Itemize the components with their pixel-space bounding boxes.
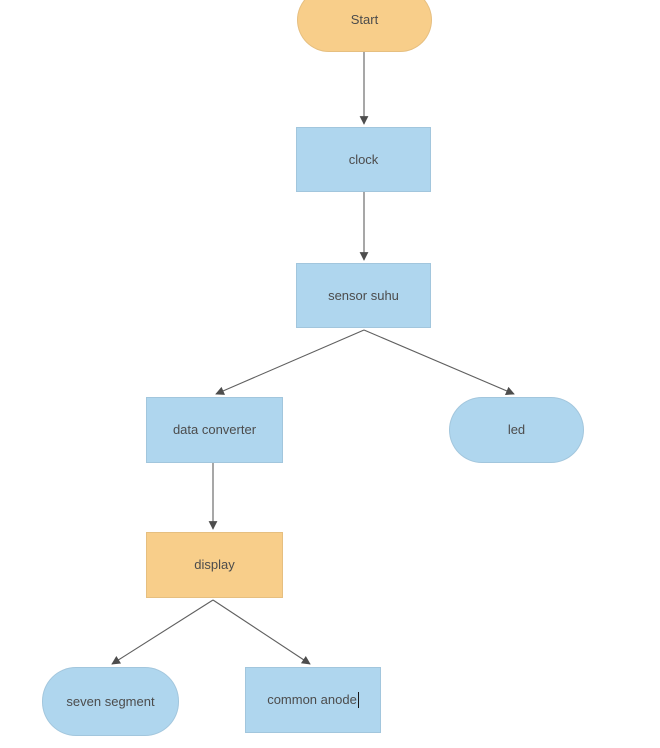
node-display-label: display: [194, 557, 235, 573]
node-start[interactable]: Start: [297, 0, 432, 52]
node-seven-segment-label: seven segment: [66, 693, 155, 709]
node-seven-segment[interactable]: seven segment: [42, 667, 179, 736]
node-sensor-suhu[interactable]: sensor suhu: [296, 263, 431, 328]
node-data-converter-label: data converter: [172, 422, 257, 438]
node-clock[interactable]: clock: [296, 127, 431, 192]
connector-display-seven-segment[interactable]: [111, 599, 214, 665]
node-common-anode-label: common anode: [267, 692, 357, 708]
node-common-anode[interactable]: common anode: [245, 667, 381, 733]
node-display[interactable]: display: [146, 532, 283, 598]
node-led[interactable]: led: [449, 397, 584, 463]
connector-sensor-suhu-led[interactable]: [363, 329, 515, 395]
node-data-converter[interactable]: data converter: [146, 397, 283, 463]
text-cursor: [357, 692, 359, 708]
node-sensor-suhu-label: sensor suhu: [328, 287, 399, 303]
node-start-label: Start: [350, 12, 379, 28]
connector-sensor-suhu-data-converter[interactable]: [215, 329, 365, 395]
connector-display-common-anode[interactable]: [212, 599, 311, 665]
node-led-label: led: [507, 422, 526, 438]
node-clock-label: clock: [348, 151, 379, 167]
